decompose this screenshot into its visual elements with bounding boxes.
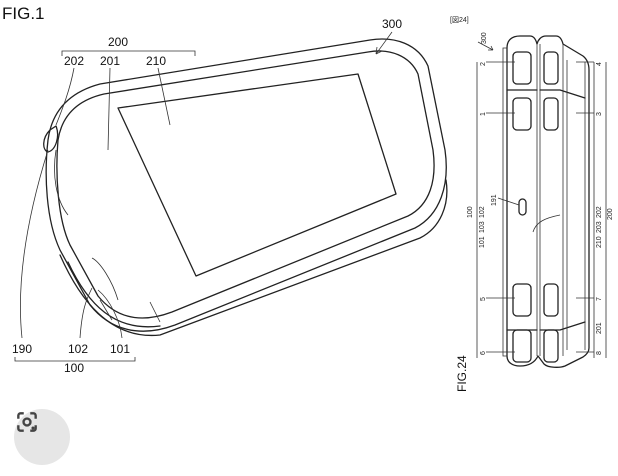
fig1-label-190: 190 bbox=[12, 342, 32, 356]
fig1-label-300: 300 bbox=[382, 17, 402, 31]
fig1-title: FIG.1 bbox=[2, 4, 45, 23]
fig1-label-102: 102 bbox=[68, 342, 88, 356]
fig24-device-drawing bbox=[502, 35, 590, 368]
fig24-label-210: 210 bbox=[596, 236, 603, 248]
fig1-label-210: 210 bbox=[146, 54, 166, 68]
fig1-label-201: 201 bbox=[100, 54, 120, 68]
fig24-label-5: 5 bbox=[480, 297, 487, 301]
fig24-label-4: 4 bbox=[596, 62, 603, 66]
fig24: [図24] 300 2 4 1 3 191 100 102 103 101 20… bbox=[450, 16, 614, 392]
fig24-label-102: 102 bbox=[479, 206, 486, 218]
fig1-device-drawing bbox=[43, 38, 448, 337]
fig24-label-202: 202 bbox=[596, 206, 603, 218]
fig1-label-202: 202 bbox=[64, 54, 84, 68]
fig1-label-101: 101 bbox=[110, 342, 130, 356]
google-lens-button[interactable] bbox=[14, 409, 70, 465]
fig24-label-100: 100 bbox=[467, 206, 474, 218]
fig1-label-100: 100 bbox=[64, 361, 84, 375]
fig24-label-2: 2 bbox=[480, 62, 487, 66]
google-lens-icon bbox=[17, 412, 37, 432]
fig1-label-200: 200 bbox=[108, 35, 128, 49]
fig24-label-6: 6 bbox=[480, 351, 487, 355]
fig24-label-300: 300 bbox=[481, 32, 488, 44]
fig24-label-3: 3 bbox=[596, 112, 603, 116]
fig24-label-7: 7 bbox=[596, 297, 603, 301]
fig24-label-103: 103 bbox=[479, 221, 486, 233]
fig24-title: FIG.24 bbox=[455, 355, 469, 392]
fig24-label-191: 191 bbox=[491, 194, 498, 206]
fig24-label-1: 1 bbox=[480, 112, 487, 116]
fig1: FIG.1 300 200 202 201 210 190 102 101 10… bbox=[2, 4, 448, 375]
fig24-label-101: 101 bbox=[479, 236, 486, 248]
fig24-header: [図24] bbox=[450, 16, 469, 24]
fig24-label-8: 8 bbox=[596, 351, 603, 355]
fig24-label-203: 203 bbox=[596, 221, 603, 233]
fig24-label-200: 200 bbox=[607, 208, 614, 220]
fig24-label-201: 201 bbox=[596, 322, 603, 334]
